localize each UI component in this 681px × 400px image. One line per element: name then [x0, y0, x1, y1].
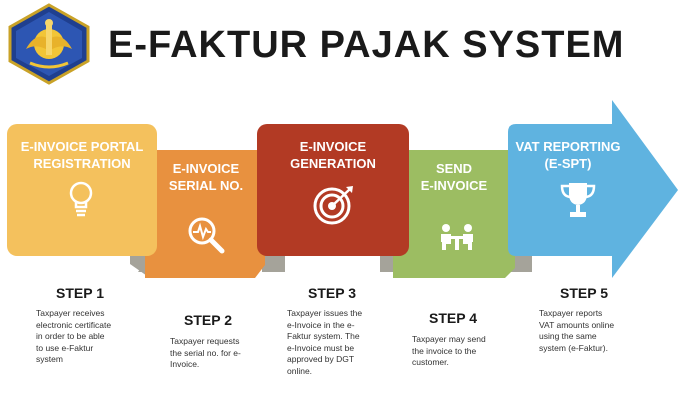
step-description-2: Taxpayer requests the serial no. for e- … — [170, 336, 241, 369]
ministry-of-finance-emblem-icon — [8, 3, 90, 85]
step-title-1: STEP 1 — [56, 285, 104, 301]
step-block-1 — [7, 124, 157, 256]
page-title: E-FAKTUR PAJAK SYSTEM — [108, 24, 625, 66]
step-title-4: STEP 4 — [429, 310, 477, 326]
step-description-5: Taxpayer reports VAT amounts online usin… — [539, 308, 615, 353]
lightbulb-icon — [69, 181, 93, 217]
step-title-2: STEP 2 — [184, 312, 232, 328]
step-title-5: STEP 5 — [560, 285, 608, 301]
trophy-icon — [560, 183, 596, 217]
step-label-1: E-INVOICE PORTAL REGISTRATION — [20, 139, 144, 171]
meeting-table-icon — [441, 224, 473, 250]
step-description-1: Taxpayer receives electronic certificate… — [36, 308, 112, 364]
target-arrow-icon — [313, 186, 353, 225]
ribbon-segment-2 — [262, 255, 285, 272]
step-title-3: STEP 3 — [308, 285, 356, 301]
step-label-3: E-INVOICE GENERATION — [290, 139, 376, 171]
step-description-4: Taxpayer may send the invoice to the cus… — [412, 334, 486, 367]
step-label-2: E-INVOICE SERIAL NO. — [168, 161, 244, 193]
step-description-3: Taxpayer issues the e-Invoice in the e- … — [287, 308, 363, 376]
step-block-4 — [393, 150, 515, 278]
step-label-5: VAT REPORTING (E-SPT) — [515, 139, 621, 171]
step-block-2 — [145, 150, 265, 278]
step-label-4: SEND E-INVOICE — [420, 161, 488, 193]
magnifier-pulse-icon — [188, 217, 225, 254]
